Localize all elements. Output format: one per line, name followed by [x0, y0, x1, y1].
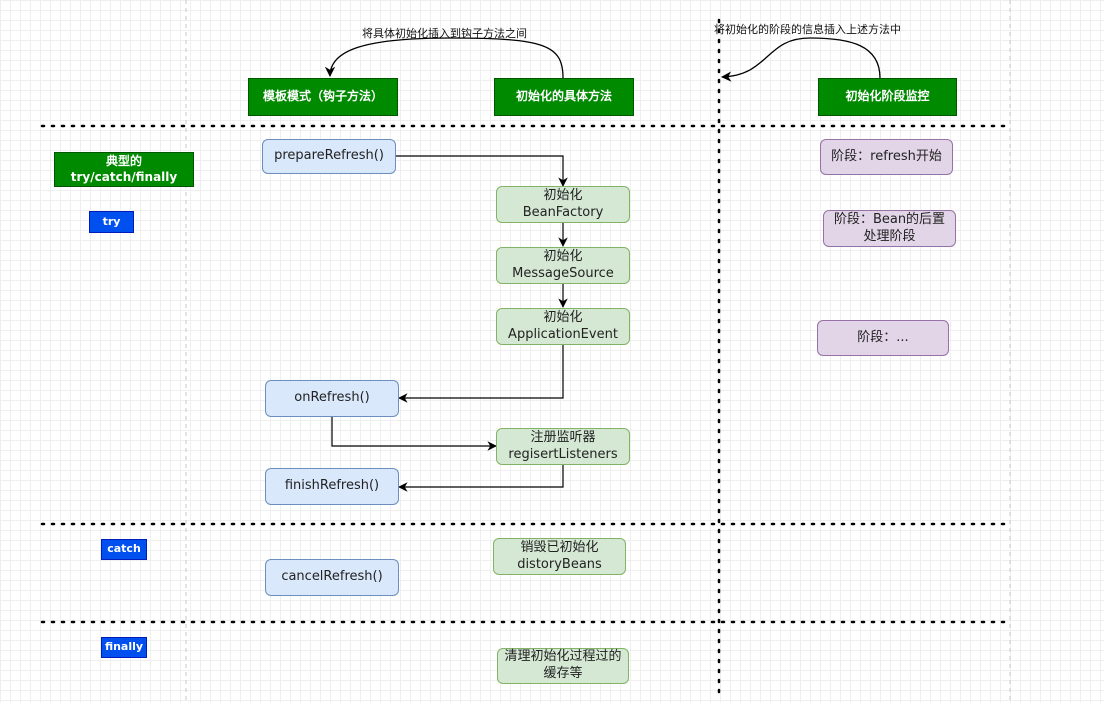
hook-on-refresh[interactable]: onRefresh()	[265, 380, 399, 417]
hook-prepare-refresh[interactable]: prepareRefresh()	[262, 139, 396, 174]
arrow-listeners-to-finish	[398, 464, 564, 492]
arrow-concrete-to-template	[324, 37, 564, 79]
arrow-onrefresh-to-listeners	[331, 417, 497, 451]
hook-cancel-refresh[interactable]: cancelRefresh()	[265, 559, 399, 596]
step-register-listeners[interactable]: 注册监听器 regisertListeners	[496, 428, 630, 465]
arrow-monitor-to-methods	[720, 37, 881, 82]
note-insert-info: 将初始化的阶段的信息插入上述方法中	[714, 23, 901, 36]
step-init-bean-factory[interactable]: 初始化 BeanFactory	[496, 186, 630, 223]
arrow-prepare-to-beanfactory	[396, 155, 568, 187]
step-init-application-event[interactable]: 初始化 ApplicationEvent	[496, 308, 630, 345]
phase-refresh-start[interactable]: 阶段：refresh开始	[820, 139, 953, 175]
step-init-message-source[interactable]: 初始化 MessageSource	[496, 247, 630, 284]
note-insert-hooks: 将具体初始化插入到钩子方法之间	[362, 27, 527, 40]
phase-etc[interactable]: 阶段：...	[817, 320, 949, 356]
hook-finish-refresh[interactable]: finishRefresh()	[265, 468, 399, 505]
step-cleanup-cache[interactable]: 清理初始化过程过的 缓存等	[497, 648, 629, 684]
header-concrete-methods: 初始化的具体方法	[494, 78, 634, 116]
tag-try: try	[89, 211, 134, 233]
phase-bean-post-process[interactable]: 阶段：Bean的后置 处理阶段	[823, 210, 956, 247]
header-phase-monitor: 初始化阶段监控	[818, 78, 957, 116]
header-template-mode: 模板模式（钩子方法）	[248, 78, 398, 116]
header-try-catch-finally: 典型的try/catch/finally	[54, 152, 194, 187]
tag-finally: finally	[101, 637, 147, 658]
tag-catch: catch	[101, 539, 147, 560]
step-destroy-beans[interactable]: 销毁已初始化 distoryBeans	[493, 538, 626, 575]
arrow-appevent-to-onrefresh	[398, 345, 564, 403]
